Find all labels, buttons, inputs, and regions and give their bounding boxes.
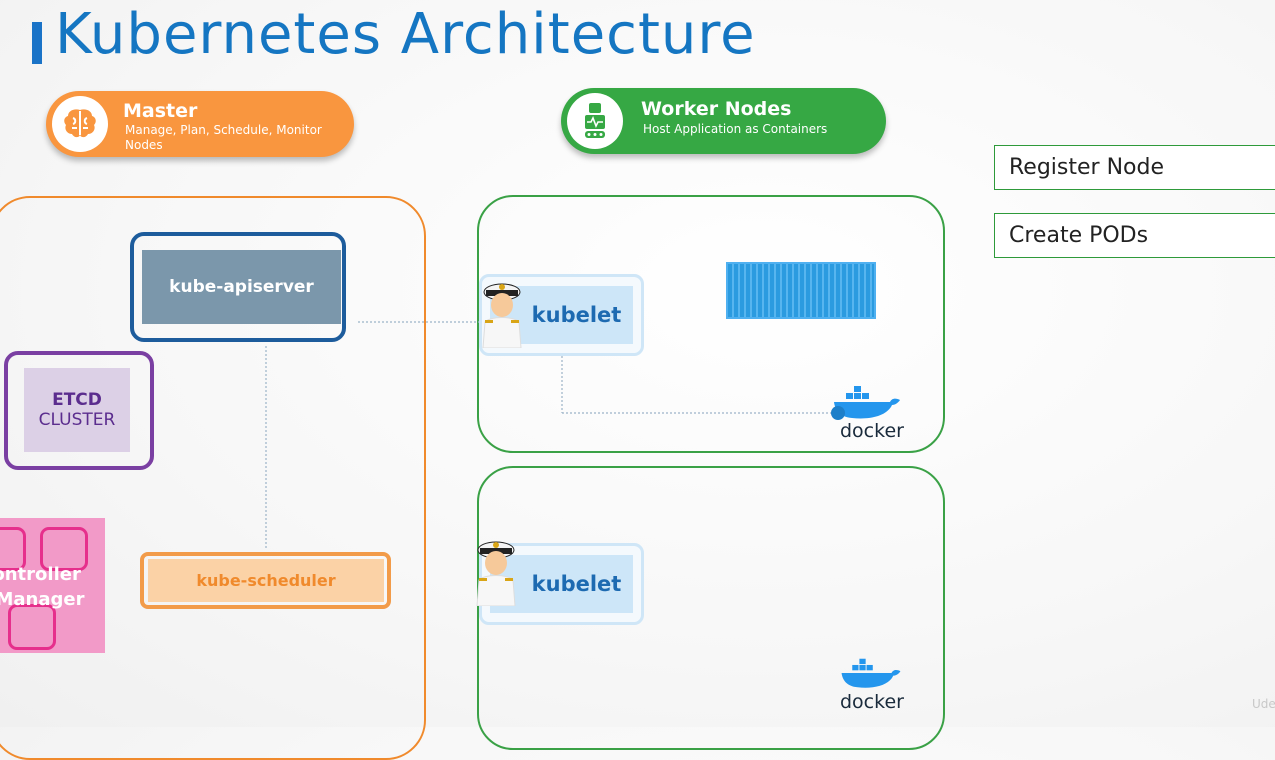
worker-header-pill: Worker Nodes Host Application as Contain…: [561, 88, 886, 154]
etcd-frame: [4, 351, 154, 470]
master-header-pill: Master Manage, Plan, Schedule, Monitor N…: [46, 91, 354, 157]
etcd-label: ETCD: [52, 390, 102, 410]
docker-label: docker: [840, 691, 904, 713]
captain-icon: [469, 536, 523, 610]
docker-label: docker: [840, 420, 904, 442]
title-accent-bar: [32, 22, 42, 64]
connector-lines: [265, 321, 836, 550]
etcd-cluster: ETCD CLUSTER: [24, 368, 130, 452]
controller-label-line2: Manager: [0, 589, 85, 610]
robot-icon: [567, 93, 623, 149]
brain-icon: [52, 96, 108, 152]
worker-title: Worker Nodes: [641, 98, 792, 120]
kube-apiserver: kube-apiserver: [142, 250, 341, 324]
etcd-cluster-label: CLUSTER: [38, 410, 116, 430]
docker-whale-icon: [838, 656, 904, 694]
kube-scheduler: kube-scheduler: [148, 559, 384, 602]
watermark: Ude: [1252, 697, 1275, 711]
kube-scheduler-frame: [140, 552, 391, 609]
master-subtitle: Manage, Plan, Schedule, Monitor Nodes: [125, 123, 322, 152]
register-node-note: Register Node: [994, 145, 1275, 190]
kubelet-label: kubelet: [531, 572, 622, 596]
controller-label-line1: Controller: [0, 564, 81, 585]
container-icon: [726, 262, 876, 319]
worker-subtitle: Host Application as Containers: [643, 122, 828, 136]
kubelet-label: kubelet: [531, 303, 622, 327]
worker-node-1-region: [477, 195, 945, 453]
captain-icon: [475, 278, 529, 352]
page-title: Kubernetes Architecture: [55, 2, 756, 67]
controller-square: [40, 527, 88, 571]
controller-square: [8, 604, 56, 650]
controller-manager-label: Controller Manager: [0, 562, 90, 612]
master-title: Master: [123, 100, 198, 122]
create-pods-note: Create PODs: [994, 213, 1275, 258]
kube-apiserver-frame: [130, 232, 346, 342]
controller-square: [0, 527, 26, 571]
docker-whale-icon: [830, 384, 904, 424]
